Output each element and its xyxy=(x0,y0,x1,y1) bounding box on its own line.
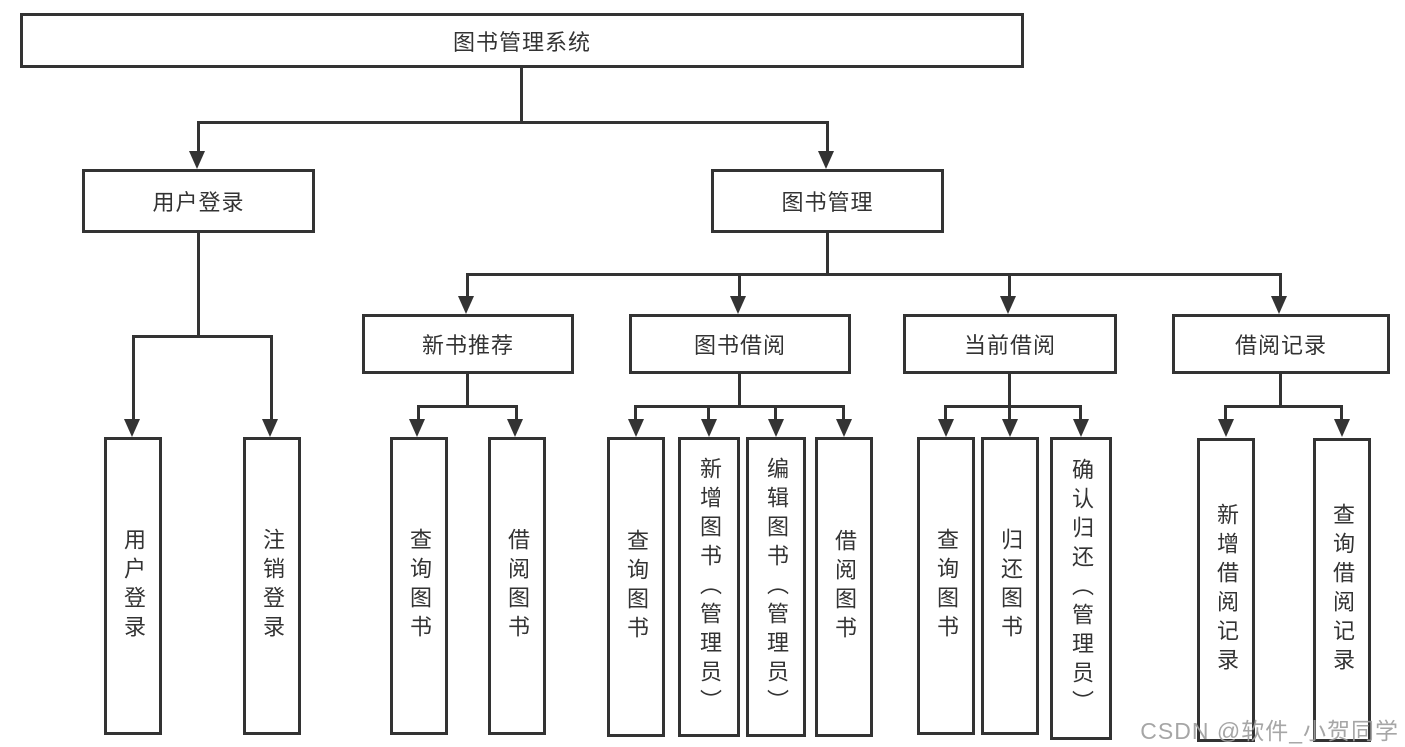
node-label: 编辑图书（管理员） xyxy=(764,456,789,718)
connector-line xyxy=(1224,405,1343,408)
connector-line xyxy=(1008,374,1011,405)
arrow-down-icon xyxy=(1271,296,1287,314)
node-add-borrow-record: 新增借阅记录 xyxy=(1197,438,1255,742)
node-label: 图书管理系统 xyxy=(452,29,591,55)
node-label: 借阅图书 xyxy=(505,528,530,644)
connector-line xyxy=(826,121,829,151)
node-confirm-return-admin: 确认归还（管理员） xyxy=(1050,437,1112,740)
node-label: 新增图书（管理员） xyxy=(697,456,722,718)
connector-line xyxy=(1008,405,1011,419)
connector-line xyxy=(1279,273,1282,296)
arrow-down-icon xyxy=(768,419,784,437)
arrow-down-icon xyxy=(818,151,834,169)
node-library-management-system: 图书管理系统 xyxy=(20,13,1024,68)
node-label: 查询图书 xyxy=(407,528,432,644)
node-user-login-group: 用户登录 xyxy=(82,169,315,233)
node-current-query-books: 查询图书 xyxy=(917,437,975,735)
arrow-down-icon xyxy=(1000,296,1016,314)
node-label: 借阅记录 xyxy=(1234,333,1327,358)
arrow-down-icon xyxy=(836,419,852,437)
arrow-down-icon xyxy=(701,419,717,437)
node-label: 归还图书 xyxy=(998,528,1023,644)
arrow-down-icon xyxy=(628,419,644,437)
arrow-down-icon xyxy=(124,419,140,437)
node-label: 新增借阅记录 xyxy=(1214,503,1239,677)
connector-line xyxy=(774,405,777,419)
node-borrowing-borrow-books: 借阅图书 xyxy=(815,437,873,737)
node-label: 图书借阅 xyxy=(693,333,786,358)
arrow-down-icon xyxy=(1218,419,1234,437)
node-recommend-query-books: 查询图书 xyxy=(390,437,448,735)
node-label: 注销登录 xyxy=(260,528,285,644)
node-book-management: 图书管理 xyxy=(711,169,944,233)
arrow-down-icon xyxy=(1334,419,1350,437)
node-query-borrow-record: 查询借阅记录 xyxy=(1313,438,1371,742)
connector-line xyxy=(634,405,637,419)
connector-line xyxy=(1279,374,1282,405)
arrow-down-icon xyxy=(730,296,746,314)
node-current-borrowing: 当前借阅 xyxy=(903,314,1117,374)
connector-line xyxy=(197,121,829,124)
node-label: 确认归还（管理员） xyxy=(1069,458,1094,719)
connector-line xyxy=(634,405,845,408)
node-return-books: 归还图书 xyxy=(981,437,1039,735)
connector-line xyxy=(270,335,273,419)
connector-line xyxy=(132,335,135,419)
arrow-down-icon xyxy=(1002,419,1018,437)
connector-line xyxy=(417,405,518,408)
connector-line xyxy=(466,273,1282,276)
connector-line xyxy=(1079,405,1082,419)
node-label: 用户登录 xyxy=(152,190,245,215)
connector-line xyxy=(1008,273,1011,296)
node-borrowing-query-books: 查询图书 xyxy=(607,437,665,737)
node-label: 新书推荐 xyxy=(421,333,514,358)
node-user-login: 用户登录 xyxy=(104,437,162,735)
node-label: 当前借阅 xyxy=(963,333,1056,358)
arrow-down-icon xyxy=(458,296,474,314)
connector-line xyxy=(520,68,523,121)
connector-line xyxy=(197,121,200,151)
connector-line xyxy=(132,335,273,338)
node-label: 用户登录 xyxy=(121,528,146,644)
connector-line xyxy=(738,374,741,405)
node-label: 查询图书 xyxy=(934,528,959,644)
connector-line xyxy=(1224,405,1227,419)
connector-line xyxy=(707,405,710,419)
arrow-down-icon xyxy=(938,419,954,437)
node-label: 借阅图书 xyxy=(832,529,857,645)
connector-line xyxy=(944,405,1082,408)
arrow-down-icon xyxy=(409,419,425,437)
node-recommend-borrow-books: 借阅图书 xyxy=(488,437,546,735)
connector-line xyxy=(417,405,420,419)
node-book-borrowing: 图书借阅 xyxy=(629,314,851,374)
node-label: 查询图书 xyxy=(624,529,649,645)
connector-line xyxy=(197,233,200,335)
node-logout: 注销登录 xyxy=(243,437,301,735)
connector-line xyxy=(842,405,845,419)
connector-line xyxy=(944,405,947,419)
arrow-down-icon xyxy=(1073,419,1089,437)
connector-line xyxy=(738,273,741,296)
node-edit-books-admin: 编辑图书（管理员） xyxy=(746,437,806,737)
connector-line xyxy=(826,233,829,273)
node-label: 图书管理 xyxy=(781,190,874,215)
connector-line xyxy=(515,405,518,419)
node-borrow-records: 借阅记录 xyxy=(1172,314,1390,374)
connector-line xyxy=(466,374,469,405)
connector-line xyxy=(1340,405,1343,419)
node-label: 查询借阅记录 xyxy=(1330,503,1355,677)
arrow-down-icon xyxy=(189,151,205,169)
connector-line xyxy=(466,273,469,296)
arrow-down-icon xyxy=(262,419,278,437)
node-new-book-recommend: 新书推荐 xyxy=(362,314,574,374)
csdn-watermark: CSDN @软件_小贺同学 xyxy=(1140,718,1399,744)
arrow-down-icon xyxy=(507,419,523,437)
node-add-books-admin: 新增图书（管理员） xyxy=(678,437,740,737)
